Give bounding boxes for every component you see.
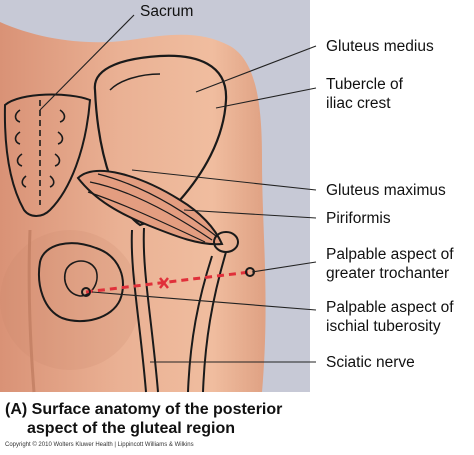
- ischial-tuberosity-marker: [81, 287, 91, 297]
- leader-gluteus-maximus: [131, 169, 317, 191]
- sciatic-nerve-edge: [142, 227, 159, 393]
- midpoint-marker: [159, 277, 169, 289]
- ischium-outline: [38, 242, 124, 323]
- buttock-crease: [27, 229, 36, 393]
- label-gluteus-medius: Gluteus medius: [326, 38, 434, 55]
- leader-ischial-tuberosity: [91, 291, 317, 311]
- label-gluteus-maximus: Gluteus maximus: [326, 182, 446, 199]
- leader-greater-trochanter: [251, 261, 317, 273]
- label-greater-trochanter-line2: greater trochanter: [326, 265, 450, 282]
- leader-gluteus-medius: [195, 45, 317, 93]
- buttock-shading: [0, 230, 140, 370]
- label-ischial-tuberosity-line1: Palpable aspect of: [326, 299, 454, 316]
- femur-shaft-inner: [187, 255, 213, 393]
- femur-shaft: [202, 251, 227, 393]
- piriformis-muscle: [76, 170, 224, 246]
- label-sacrum: Sacrum: [140, 3, 194, 20]
- sciatic-nerve: [130, 229, 147, 393]
- sacral-foramina: [14, 100, 66, 205]
- ilium-inner-line: [109, 73, 161, 91]
- label-tubercle-line2: iliac crest: [326, 95, 391, 112]
- label-tubercle-line1: Tubercle of: [326, 76, 403, 93]
- label-ischial-tuberosity-line2: ischial tuberosity: [326, 318, 441, 335]
- obturator-foramen: [64, 260, 98, 297]
- leader-piriformis: [183, 209, 317, 219]
- label-greater-trochanter-line1: Palpable aspect of: [326, 246, 454, 263]
- label-piriformis: Piriformis: [326, 210, 391, 227]
- landmark-dashed-line: [85, 270, 251, 294]
- caption-line-2: aspect of the gluteal region: [27, 420, 236, 437]
- label-sciatic-nerve: Sciatic nerve: [326, 354, 415, 371]
- leader-lines: [39, 14, 317, 363]
- sacrum-outline: [3, 93, 92, 217]
- piriformis-fibers: [87, 173, 217, 243]
- caption-line-1: (A) Surface anatomy of the posterior: [5, 401, 283, 418]
- figure-caption: (A) Surface anatomy of the posterior asp…: [5, 400, 282, 438]
- copyright-notice: Copyright © 2010 Wolters Kluwer Health |…: [5, 442, 194, 448]
- leader-tubercle: [215, 87, 317, 109]
- leader-sacrum: [39, 14, 135, 111]
